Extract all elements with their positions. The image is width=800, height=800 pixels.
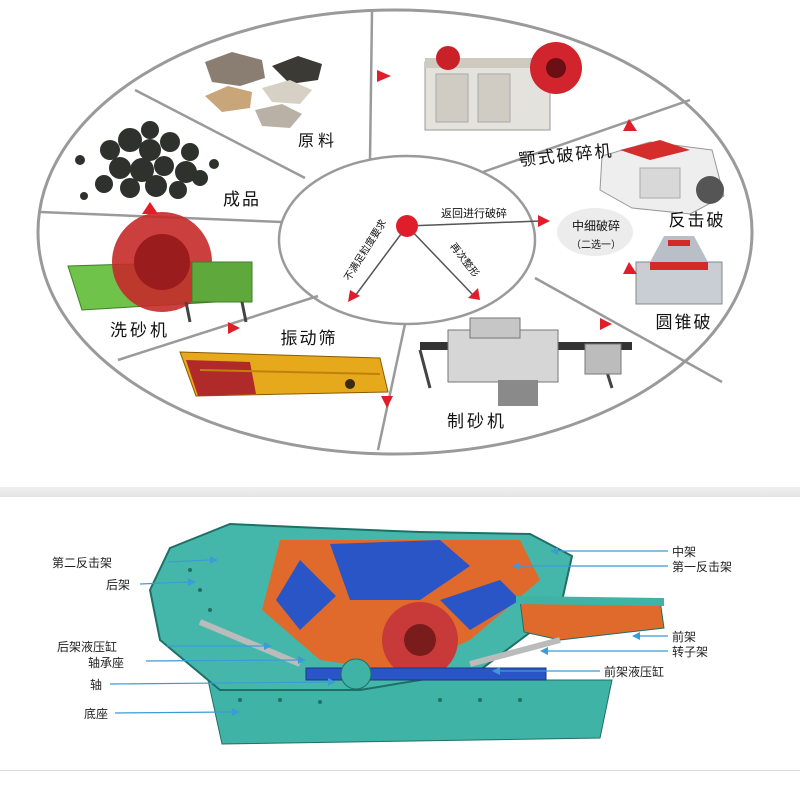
finished-product-gravel-image	[75, 121, 219, 200]
part-label-first-impact-frame: 第一反击架	[672, 560, 733, 574]
bottom-divider	[0, 770, 800, 771]
part-label-second-impact-frame: 第二反击架	[52, 556, 113, 570]
part-label-front-frame: 前架	[672, 630, 697, 644]
part-label-base: 底座	[84, 707, 109, 721]
part-label-front-frame-hydraulic-cylinder: 前架液压缸	[604, 665, 665, 679]
impact-crusher-image	[599, 140, 725, 215]
label-sand-maker: 制砂机	[447, 412, 507, 432]
jaw-crusher-image	[424, 42, 582, 131]
part-label-rear-frame: 后架	[106, 578, 131, 592]
part-label-shaft: 轴	[90, 678, 103, 692]
label-cone-crusher: 圆锥破	[656, 313, 713, 333]
label-sand-washer: 洗砂机	[110, 321, 170, 341]
label-vibrating-screen: 振动筛	[281, 329, 338, 349]
sand-making-machine-image	[418, 317, 632, 406]
label-impact-crusher: 反击破	[669, 211, 726, 231]
label-not-meet: 不满足粒度要求	[341, 217, 389, 283]
process-cycle-diagram: 原料 颚式破碎机 反击破 圆锥破 制砂机 振动筛 洗砂机 成品 中细破碎 （二选…	[36, 8, 754, 456]
leader-lines	[109, 550, 668, 714]
label-fine-crush: 中细破碎	[572, 218, 620, 233]
center-node	[348, 208, 633, 302]
sector-dividers	[39, 11, 723, 451]
part-label-rotor-frame: 转子架	[672, 645, 709, 659]
flow-arrows	[142, 70, 637, 408]
raw-material-stones-image	[205, 52, 322, 128]
cone-crusher-image	[635, 236, 723, 305]
cycle-ring	[36, 8, 754, 456]
part-label-rear-frame-hydraulic-cylinder: 后架液压缸	[57, 640, 118, 654]
section-separator	[0, 487, 800, 497]
label-return-crush: 返回进行破碎	[441, 206, 507, 220]
impact-crusher-parts-diagram: 第二反击架 后架 后架液压缸 轴承座 轴 底座 中架 第一反击架 前架 转子架 …	[0, 497, 800, 800]
label-choose-one: （二选一）	[571, 238, 621, 251]
sand-washer-image	[67, 212, 253, 323]
label-finished-product: 成品	[223, 190, 261, 210]
impact-crusher-cutaway-image	[148, 522, 665, 745]
label-raw-material: 原料	[298, 131, 338, 150]
label-jaw-crusher: 颚式破碎机	[518, 141, 615, 171]
part-label-bearing-seat: 轴承座	[88, 656, 125, 670]
part-label-middle-frame: 中架	[672, 545, 697, 559]
vibrating-screen-image	[179, 351, 389, 397]
